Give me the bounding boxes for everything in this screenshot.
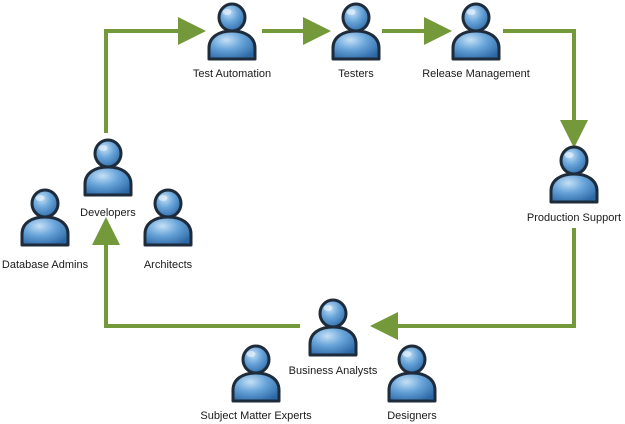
role-designers: Designers xyxy=(387,344,437,422)
role-production-support: Production Support xyxy=(527,145,621,224)
role-label: Testers xyxy=(338,68,374,80)
flow-arrows xyxy=(92,17,588,340)
role-subject-matter-experts: Subject Matter Experts xyxy=(200,344,312,422)
arrow-business-analysts-to-developers xyxy=(92,217,300,328)
role-label: Subject Matter Experts xyxy=(200,410,312,422)
role-label: Database Admins xyxy=(2,259,89,271)
person-icon xyxy=(20,188,70,247)
role-developers: Developers xyxy=(80,138,136,219)
role-label: Developers xyxy=(80,207,136,219)
person-icon xyxy=(451,2,501,61)
role-testers: Testers xyxy=(331,2,381,80)
role-architects: Architects xyxy=(143,188,193,271)
role-release-management: Release Management xyxy=(422,2,530,80)
person-icon xyxy=(549,145,599,204)
role-label: Architects xyxy=(144,259,193,271)
arrow-developers-to-test-automation xyxy=(104,17,206,133)
role-test-automation: Test Automation xyxy=(193,2,271,80)
person-icon xyxy=(331,2,381,61)
person-icon xyxy=(143,188,193,247)
role-label: Business Analysts xyxy=(289,365,378,377)
person-icon xyxy=(83,138,133,197)
person-icon xyxy=(231,344,281,403)
person-icon xyxy=(207,2,257,61)
role-label: Release Management xyxy=(422,68,530,80)
person-icon xyxy=(308,298,358,357)
role-business-analysts: Business Analysts xyxy=(289,298,378,377)
role-label: Production Support xyxy=(527,212,621,224)
role-database-admins: Database Admins xyxy=(2,188,89,271)
role-label: Designers xyxy=(387,410,437,422)
role-label: Test Automation xyxy=(193,68,271,80)
person-icon xyxy=(387,344,437,403)
arrow-production-support-to-business-analysts xyxy=(370,228,576,340)
arrow-release-management-to-production-support xyxy=(503,29,588,148)
